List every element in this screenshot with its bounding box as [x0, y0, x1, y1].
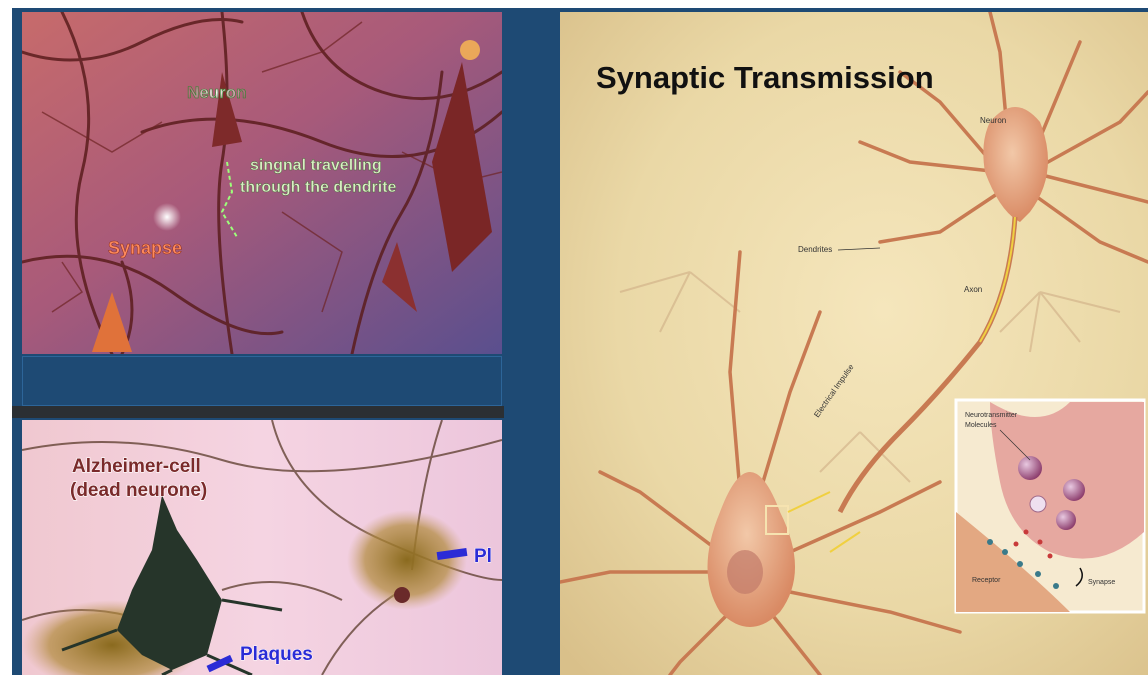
synapse-label: Synapse	[1088, 579, 1115, 586]
caption-bar	[22, 356, 502, 406]
alzheimer-cell-image: Alzheimer-cell (dead neurone) Pl Plaques	[22, 420, 502, 675]
synapse-inset: Neurotransmitter Molecules Receptor Syna…	[956, 400, 1144, 612]
neurotransmitter-label-line-1: Neurotransmitter	[965, 412, 1018, 419]
signal-label-line-1: singnal travelling	[250, 157, 382, 174]
plaques-label: Plaques	[240, 644, 313, 665]
synaptic-transmission-image: Synaptic Transmission Neuron Dendrites A…	[560, 12, 1148, 675]
panel-divider	[12, 406, 504, 418]
dead-neurone-label-line-2: (dead neurone)	[70, 480, 207, 501]
dead-neurone-label-line-1: Alzheimer-cell	[72, 456, 201, 477]
plaques-label-cut: Pl	[474, 546, 492, 567]
neuron-network-image: Neuron singnal travelling through the de…	[22, 12, 502, 354]
axon-label: Axon	[964, 285, 982, 294]
neurotransmitter-label-line-2: Molecules	[965, 422, 997, 429]
dendrites-label: Dendrites	[798, 245, 832, 254]
neuron-label: Neuron	[187, 83, 247, 102]
slide-frame: Neuron singnal travelling through the de…	[12, 8, 1148, 675]
signal-label-line-2: through the dendrite	[240, 179, 397, 196]
receptor-label: Receptor	[972, 577, 1001, 584]
diagram-title: Synaptic Transmission	[596, 60, 934, 95]
neuron-label: Neuron	[980, 116, 1006, 125]
synapse-label: Synapse	[108, 238, 182, 258]
